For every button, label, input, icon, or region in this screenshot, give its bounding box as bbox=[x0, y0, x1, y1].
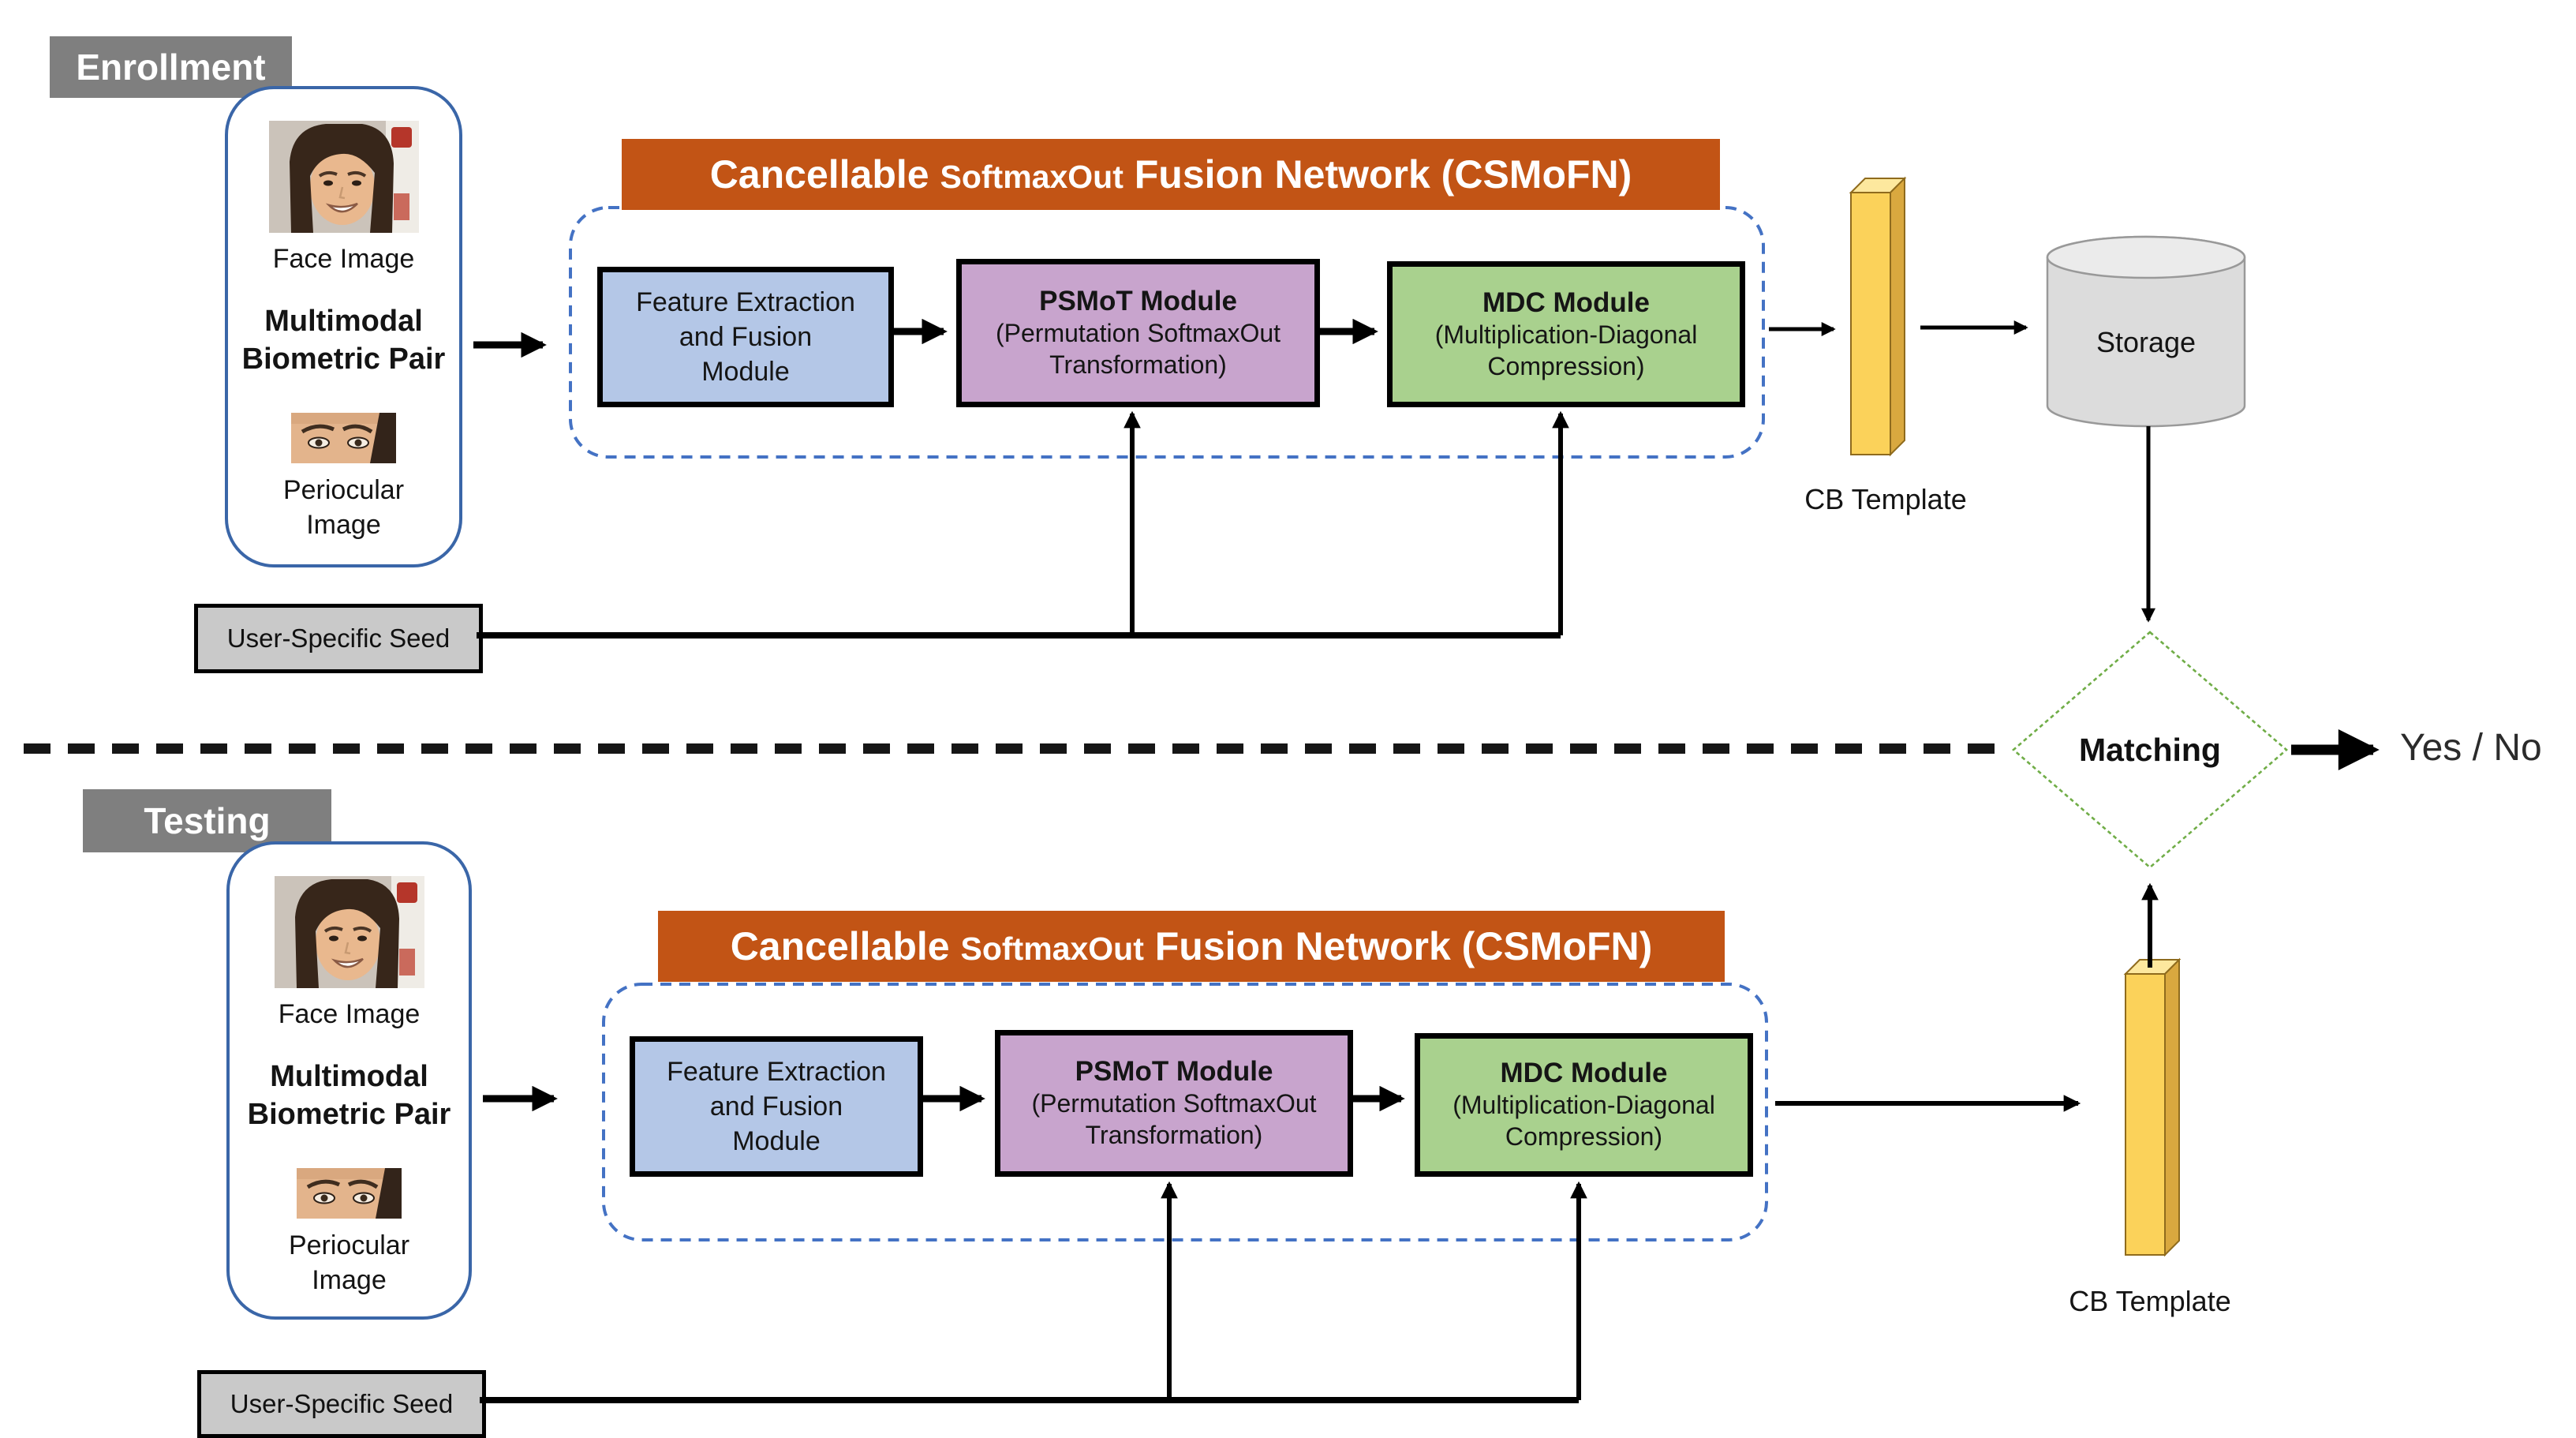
pair-title: Multimodal Biometric Pair bbox=[248, 1058, 451, 1133]
psmot-module-sub2: Transformation) bbox=[1049, 350, 1227, 379]
mdc-module-sub1: (Multiplication-Diagonal bbox=[1453, 1091, 1715, 1119]
feature-module-line1: Feature Extraction bbox=[636, 286, 855, 317]
matching-diamond: Matching bbox=[2012, 631, 2288, 869]
banner-text-cancellable: Cancellable bbox=[709, 152, 929, 197]
section-divider-dashed-line bbox=[24, 743, 2012, 754]
user-specific-seed-testing: User-Specific Seed bbox=[197, 1370, 486, 1438]
periocular-caption-line1: Periocular bbox=[288, 1230, 410, 1260]
cb-template-label-enrollment: CB Template bbox=[1804, 483, 1967, 515]
pair-title-line1: Multimodal bbox=[270, 1060, 428, 1093]
mdc-module-sub2: Compression) bbox=[1505, 1122, 1663, 1151]
feature-module-line3: Module bbox=[701, 357, 790, 388]
periocular-caption-line2: Image bbox=[312, 1265, 387, 1296]
testing-biometric-pair-box: Face Image Multimodal Biometric Pair Per… bbox=[226, 841, 472, 1320]
csmofn-banner-enrollment: Cancellable SoftmaxOut Fusion Network (C… bbox=[622, 139, 1720, 210]
banner-text-cancellable: Cancellable bbox=[730, 924, 950, 968]
enrollment-biometric-pair-box: Face Image Multimodal Biometric Pair Per… bbox=[225, 86, 462, 567]
csmofn-container-testing bbox=[601, 982, 1769, 1242]
csmofn-banner-testing: Cancellable SoftmaxOut Fusion Network (C… bbox=[658, 911, 1725, 982]
mdc-module-sub2: Compression) bbox=[1487, 351, 1645, 380]
banner-text-softmaxout: SoftmaxOut bbox=[960, 931, 1144, 967]
pair-title-line2: Biometric Pair bbox=[247, 1097, 451, 1131]
periocular-image-caption: Periocular Image bbox=[283, 473, 404, 542]
banner-text-fusion-network: Fusion Network (CSMoFN) bbox=[1154, 924, 1653, 968]
psmot-module-sub1: (Permutation SoftmaxOut bbox=[1031, 1089, 1317, 1118]
storage-database: Storage bbox=[2046, 235, 2246, 428]
face-image bbox=[274, 876, 424, 988]
mdc-module-title: MDC Module bbox=[1500, 1058, 1668, 1088]
periocular-image bbox=[291, 413, 396, 463]
periocular-image bbox=[297, 1168, 402, 1219]
mdc-module-enrollment: MDC Module (Multiplication-Diagonal Comp… bbox=[1387, 261, 1745, 407]
pair-title: Multimodal Biometric Pair bbox=[242, 303, 446, 378]
psmot-module-title: PSMoT Module bbox=[1075, 1056, 1273, 1087]
psmot-module-enrollment: PSMoT Module (Permutation SoftmaxOut Tra… bbox=[956, 259, 1320, 407]
pair-title-line2: Biometric Pair bbox=[241, 342, 446, 376]
mdc-module-title: MDC Module bbox=[1482, 286, 1650, 318]
decision-result-text: Yes / No bbox=[2400, 727, 2542, 769]
psmot-module-testing: PSMoT Module (Permutation SoftmaxOut Tra… bbox=[995, 1030, 1353, 1177]
feature-module-line2: and Fusion bbox=[679, 321, 813, 352]
periocular-caption-line1: Periocular bbox=[282, 475, 405, 505]
testing-section-label: Testing bbox=[83, 789, 331, 852]
mdc-module-sub1: (Multiplication-Diagonal bbox=[1434, 320, 1698, 349]
dashed-border bbox=[602, 983, 1768, 1241]
feature-module-line1: Feature Extraction bbox=[667, 1056, 886, 1087]
periocular-image-caption: Periocular Image bbox=[289, 1228, 409, 1298]
storage-label: Storage bbox=[2096, 326, 2196, 358]
matching-label: Matching bbox=[2079, 732, 2221, 768]
feature-extraction-module-testing: Feature Extraction and Fusion Module bbox=[630, 1036, 923, 1177]
face-image bbox=[268, 121, 419, 233]
feature-module-line3: Module bbox=[732, 1126, 821, 1157]
psmot-module-title: PSMoT Module bbox=[1039, 286, 1237, 316]
enrollment-section-label: Enrollment bbox=[50, 36, 292, 98]
pair-title-line1: Multimodal bbox=[264, 305, 423, 338]
cb-template-bar-testing bbox=[2123, 957, 2182, 1257]
cb-template-label-testing: CB Template bbox=[2069, 1285, 2231, 1317]
psmot-module-sub2: Transformation) bbox=[1085, 1121, 1263, 1149]
cb-template-bar-enrollment bbox=[1849, 176, 1907, 457]
banner-text-fusion-network: Fusion Network (CSMoFN) bbox=[1134, 152, 1632, 197]
face-image-caption: Face Image bbox=[278, 999, 421, 1029]
mdc-module-testing: MDC Module (Multiplication-Diagonal Comp… bbox=[1415, 1033, 1753, 1177]
psmot-module-sub1: (Permutation SoftmaxOut bbox=[995, 319, 1281, 347]
banner-text-softmaxout: SoftmaxOut bbox=[940, 159, 1123, 195]
periocular-caption-line2: Image bbox=[306, 510, 381, 541]
feature-module-line2: and Fusion bbox=[709, 1091, 843, 1122]
feature-extraction-module-enrollment: Feature Extraction and Fusion Module bbox=[597, 267, 894, 407]
face-image-caption: Face Image bbox=[272, 244, 415, 274]
user-specific-seed-enrollment: User-Specific Seed bbox=[194, 604, 483, 673]
